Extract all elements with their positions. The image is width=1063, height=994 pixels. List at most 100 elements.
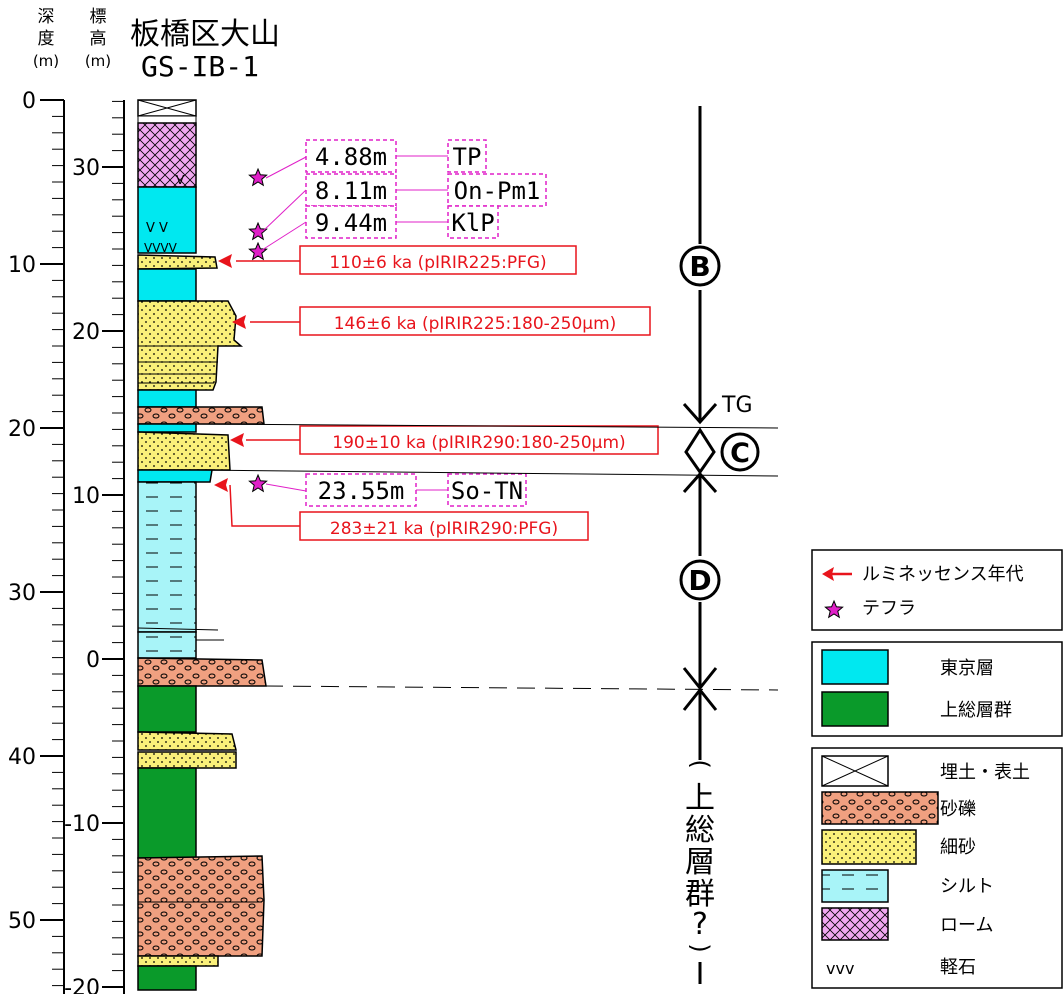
legend-tokyo: 東京層 — [821, 649, 994, 685]
legend-label: シルト — [940, 876, 994, 897]
depth-tick-label: 50 — [8, 909, 36, 934]
depth-tick-label: 20 — [8, 417, 36, 442]
luminescence-age-3: 190±10 ka (pIRIR290:180-250μm) — [230, 425, 659, 455]
legend-lithology-box — [811, 747, 1063, 989]
pumice-symbol: VVVV — [144, 241, 178, 255]
unit-c-diamond — [684, 427, 716, 475]
red-arrow-icon — [214, 478, 228, 492]
elev-header-char-1: 標 — [90, 7, 107, 27]
legend-label: 細砂 — [940, 837, 976, 858]
boundary-arrow — [682, 403, 718, 425]
fine-sand-layer — [137, 955, 219, 967]
kazusa-layer — [137, 685, 197, 733]
legend-silt: シルト — [821, 869, 994, 903]
luminescence-age-label: 146±6 ka (pIRIR225:180-250μm) — [334, 314, 617, 334]
luminescence-age-1: 110±6 ka (pIRIR225:PFG) — [218, 245, 577, 275]
legend-loam: ローム — [821, 907, 993, 941]
tokyo-layer — [137, 389, 197, 408]
pumice-symbol: V — [176, 173, 185, 187]
unit-c-label: C — [730, 438, 750, 469]
legend-pumice: vvv 軽石 — [826, 957, 976, 978]
tephra-depth: 8.11m — [315, 177, 387, 205]
tephra-depth: 9.44m — [315, 209, 387, 237]
legend-fine-sand: 細砂 — [821, 829, 976, 865]
kazusa-question-label: (上総層群?) — [685, 759, 715, 952]
core-id: GS-IB-1 — [141, 50, 259, 83]
luminescence-age-4: 283±21 ka (pIRIR290:PFG) — [214, 478, 589, 541]
tokyo-layer — [137, 469, 213, 483]
legend-kazusa: 上総層群 — [821, 691, 1012, 727]
tokyo-layer — [137, 268, 197, 302]
depth-header-char-1: 深 — [38, 7, 55, 27]
tephra-name: TP — [453, 143, 482, 171]
depth-tick-label: 10 — [8, 253, 36, 278]
unit-column: TG B C D (上総層群?) — [679, 106, 760, 984]
elevation-tick-label: -20 — [64, 976, 100, 994]
magenta-star-icon — [248, 241, 268, 261]
header: 深 度 (m) 標 高 (m) 板橋区大山 GS-IB-1 — [33, 7, 280, 83]
depth-tick-label: 0 — [22, 89, 36, 114]
fine-sand-layer — [137, 254, 218, 270]
unit-b-label: B — [689, 250, 710, 283]
elevation-unit: (m) — [85, 52, 111, 70]
luminescence-annotations: 110±6 ka (pIRIR225:PFG) 146±6 ka (pIRIR2… — [214, 245, 659, 541]
kazusa-question-char: ? — [692, 907, 708, 942]
boundary-lines — [195, 423, 779, 691]
legend-tephra: テフラ — [824, 598, 916, 619]
fine-sand-layer — [137, 751, 237, 769]
kazusa-layer — [137, 767, 197, 859]
red-arrow-icon — [230, 433, 244, 447]
magenta-star-icon — [824, 599, 844, 619]
kazusa-boundary-line — [264, 685, 779, 691]
tg-label: TG — [721, 393, 753, 418]
luminescence-age-2: 146±6 ka (pIRIR225:180-250μm) — [232, 306, 651, 336]
tephra-name: On-Pm1 — [454, 177, 541, 205]
luminescence-age-label: 283±21 ka (pIRIR290:PFG) — [330, 519, 558, 539]
depth-header-char-2: 度 — [38, 29, 55, 49]
legend-label: ルミネッセンス年代 — [862, 564, 1024, 585]
topsoil-layer — [137, 115, 197, 124]
magenta-star-icon — [248, 167, 268, 187]
legend-label: 軽石 — [940, 957, 976, 978]
tokyo-layer — [137, 423, 197, 433]
red-arrow-icon — [822, 567, 834, 581]
luminescence-age-label: 190±10 ka (pIRIR290:180-250μm) — [332, 433, 625, 453]
legend: ルミネッセンス年代 テフラ 東京層 上総層群 埋土・表土 砂礫 細砂 — [811, 549, 1063, 989]
loam-layer — [137, 122, 197, 188]
depth-header: 深 度 (m) — [33, 7, 59, 70]
kazusa-question-char: 層 — [685, 845, 715, 880]
core-column: V V V VVVV — [137, 99, 267, 991]
depth-axis-minor-ticks — [40, 99, 64, 987]
magenta-star-icon — [248, 473, 268, 493]
depth-unit: (m) — [33, 52, 59, 70]
elevation-tick-label: 0 — [86, 648, 100, 673]
fine-sand-layer — [137, 431, 231, 471]
tephra-label-tp: 4.88m TP — [305, 139, 487, 173]
legend-label: 上総層群 — [940, 700, 1012, 721]
tephra-label-on-pm1: 8.11m On-Pm1 — [305, 173, 547, 207]
tephra-annotations: 4.88m TP 8.11m On-Pm1 9.44m KlP 23.55m S… — [248, 139, 547, 507]
tephra-name: So-TN — [451, 477, 523, 505]
magenta-star-icon — [248, 221, 268, 241]
elevation-axis-minor-ticks — [102, 100, 124, 988]
elev-header-char-2: 高 — [90, 29, 107, 49]
kazusa-question-char: 総 — [685, 813, 715, 848]
unit-b-marker: B — [679, 245, 721, 287]
elevation-tick-label: 10 — [72, 484, 100, 509]
red-arrow-icon — [232, 315, 246, 329]
legend-fill: 埋土・表土 — [821, 755, 1030, 787]
unit-d-label: D — [688, 564, 711, 597]
tokyo-upper-layer — [137, 186, 197, 254]
kazusa-question-char: 群 — [685, 877, 715, 912]
legend-label: テフラ — [862, 598, 916, 619]
unit-c-marker: C — [720, 432, 760, 472]
depth-tick-label: 30 — [8, 581, 36, 606]
c-d-boundary-line — [195, 469, 779, 477]
silt-layer — [137, 481, 197, 633]
tephra-label-klp: 9.44m KlP — [305, 205, 499, 239]
kazusa-question-char: ) — [686, 943, 714, 952]
kazusa-question-char: ( — [686, 759, 714, 768]
